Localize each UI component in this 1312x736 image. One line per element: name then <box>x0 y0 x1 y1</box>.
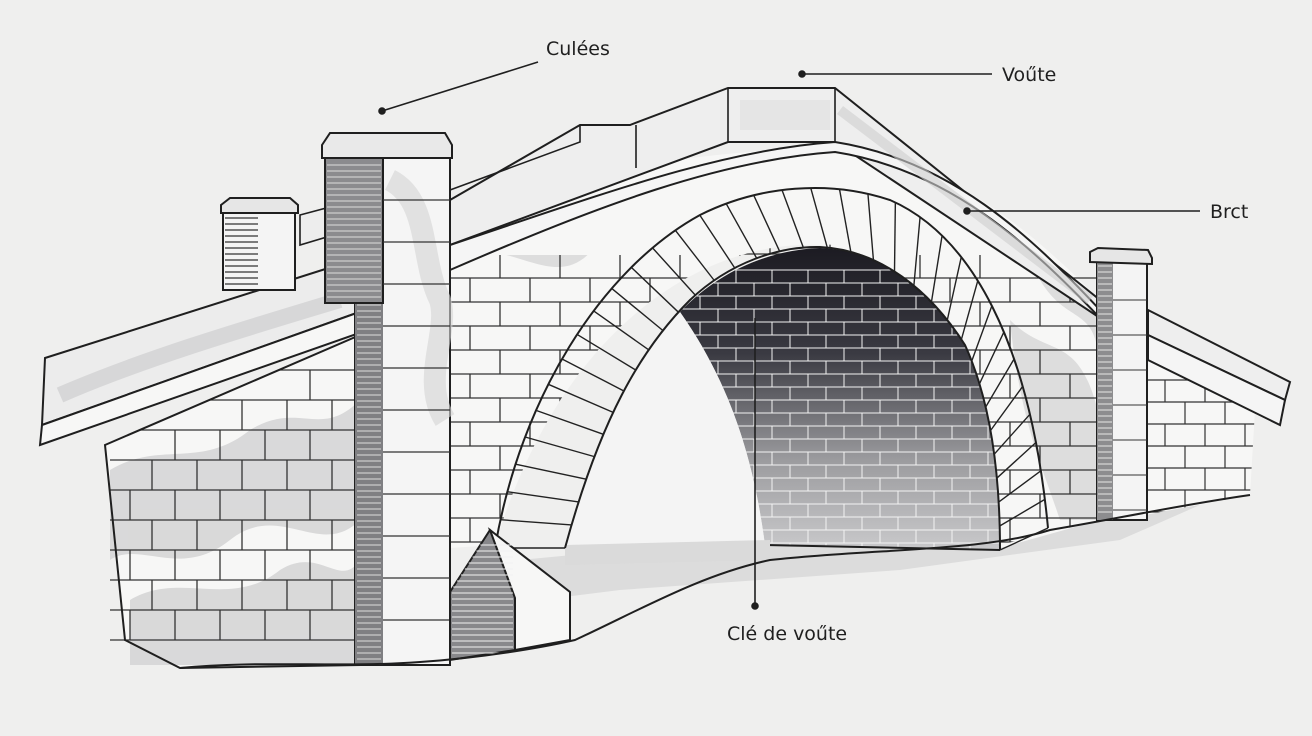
voussoir-joint <box>838 189 852 253</box>
voussoir-joint <box>893 202 897 272</box>
voussoir-joint <box>674 229 715 281</box>
voussoir-joint <box>753 195 781 252</box>
voussoir-joint <box>515 463 587 480</box>
right-pier <box>1089 246 1153 521</box>
voussoir-joint <box>548 383 614 414</box>
leader-lines <box>378 61 1200 610</box>
voussoir-joint <box>985 358 1015 408</box>
voussoir-joint <box>507 491 579 503</box>
voussoir-joint <box>989 386 1024 431</box>
voussoir-joint <box>946 257 962 321</box>
voussoir-joint <box>999 498 1046 527</box>
voussoir-joint <box>810 187 828 248</box>
voussoir-joint <box>971 305 993 362</box>
voussoir-joint <box>725 203 758 259</box>
voussoir-joint <box>524 436 595 458</box>
voussoir-joint <box>576 333 637 371</box>
back-pier <box>220 197 299 291</box>
label-cle-de-voute: Clé de voűte <box>727 623 848 645</box>
ground-line <box>179 494 1251 669</box>
voussoir-joint <box>781 189 804 248</box>
voussoir-joint <box>561 358 625 392</box>
voussoir-joint <box>699 214 736 269</box>
left-wing-wall <box>103 333 361 670</box>
voussoir-joint <box>652 247 696 296</box>
cutwater <box>449 527 571 662</box>
voussoir-joint <box>978 331 1005 385</box>
main-pier <box>321 132 455 666</box>
voussoir-joint <box>999 527 1049 551</box>
leader-culees <box>381 61 539 112</box>
voussoir-joint <box>611 287 664 332</box>
voussoir-joint <box>867 193 875 261</box>
voussoir-joint <box>913 217 921 286</box>
voussoir-joint <box>960 280 979 340</box>
left-parapet <box>38 256 370 447</box>
voussoir-joint <box>930 235 943 303</box>
voussoir-joint <box>996 441 1037 479</box>
arch-opening <box>565 312 770 565</box>
voussoir-joint <box>993 413 1031 455</box>
arch-ring <box>494 187 1049 551</box>
voussoir-joint <box>998 470 1042 503</box>
voussoir-joint <box>593 310 650 351</box>
label-culees: Culées <box>546 38 610 60</box>
voussoir-joint <box>630 266 679 313</box>
voussoir-joint <box>535 409 604 436</box>
label-voute: Voűte <box>1002 64 1057 86</box>
label-brct: Brct <box>1210 201 1249 223</box>
voussoir-joint <box>500 519 572 526</box>
